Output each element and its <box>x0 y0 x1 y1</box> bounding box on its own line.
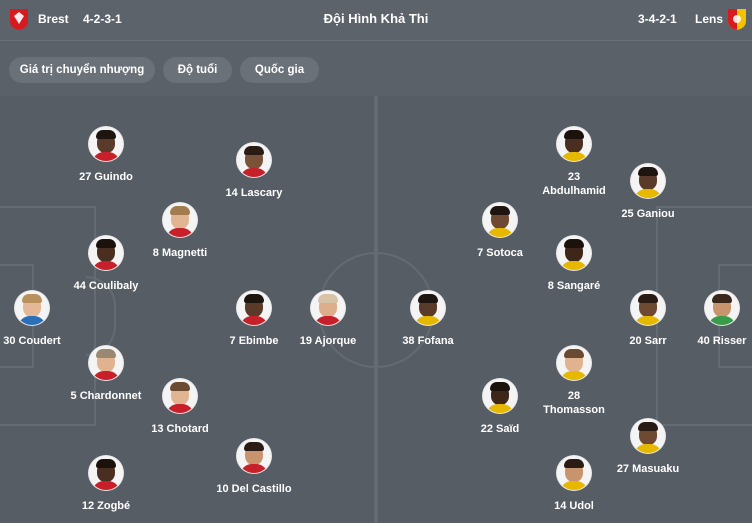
player-avatar <box>631 164 665 198</box>
player-name: 30 Coudert <box>3 335 61 347</box>
player-avatar <box>557 127 591 161</box>
player-avatar <box>705 291 739 325</box>
player-name: 23 Abdulhamid <box>542 171 606 197</box>
player-name: 7 Sotoca <box>477 247 523 259</box>
player-avatar <box>311 291 345 325</box>
home-formation: 4-2-3-1 <box>83 12 122 26</box>
player-avatar <box>89 127 123 161</box>
player-avatar <box>557 456 591 490</box>
player-name: 19 Ajorque <box>299 335 357 347</box>
player-avatar <box>237 291 271 325</box>
player-avatar <box>557 236 591 270</box>
filter-bar: Giá trị chuyển nhượng Độ tuổi Quốc gia <box>0 40 752 97</box>
player-name: 12 Zogbé <box>81 500 131 512</box>
match-header: Brest 4-2-3-1 Đội Hình Khả Thi 3-4-2-1 L… <box>0 0 752 40</box>
lens-crest-icon <box>728 9 746 30</box>
player-avatar <box>163 203 197 237</box>
player-name: 44 Coulibaly <box>73 280 139 292</box>
filter-market-value-button[interactable]: Giá trị chuyển nhượng <box>9 57 155 83</box>
player-name: 28 Thomasson <box>543 390 605 416</box>
away-team-name[interactable]: Lens <box>695 12 724 26</box>
home-team-name[interactable]: Brest <box>38 12 69 26</box>
player-avatar <box>237 439 271 473</box>
player-avatar <box>483 203 517 237</box>
player-avatar <box>483 379 517 413</box>
player-name: 5 Chardonnet <box>70 390 142 402</box>
player-name: 40 Risser <box>697 335 747 347</box>
away-formation: 3-4-2-1 <box>638 12 677 26</box>
player-avatar <box>631 291 665 325</box>
player-avatar <box>89 346 123 380</box>
page-title: Đội Hình Khả Thi <box>323 11 429 26</box>
brest-crest-icon <box>10 9 28 30</box>
player-name: 13 Chotard <box>151 423 209 435</box>
player-name: 38 Fofana <box>402 335 454 347</box>
pitch <box>0 96 752 523</box>
filter-nationality-button[interactable]: Quốc gia <box>240 57 319 83</box>
player-avatar <box>557 346 591 380</box>
player-name: 10 Del Castillo <box>216 483 292 495</box>
player-name: 25 Ganiou <box>621 208 675 220</box>
player-avatar <box>15 291 49 325</box>
player-name: 8 Magnetti <box>152 247 208 259</box>
player-avatar <box>89 456 123 490</box>
player-avatar <box>411 291 445 325</box>
filter-age-button[interactable]: Độ tuổi <box>163 57 232 83</box>
player-name: 27 Masuaku <box>616 463 680 475</box>
player-name: 7 Ebimbe <box>229 335 279 347</box>
player-avatar <box>89 236 123 270</box>
player-name: 27 Guindo <box>79 171 133 183</box>
player-name: 22 Saïd <box>480 423 520 435</box>
player-avatar <box>163 379 197 413</box>
player-avatar <box>631 419 665 453</box>
player-name: 20 Sarr <box>629 335 667 347</box>
player-avatar <box>237 143 271 177</box>
player-name: 14 Lascary <box>225 187 283 199</box>
player-name: 14 Udol <box>554 500 594 512</box>
player-name: 8 Sangaré <box>547 280 601 292</box>
